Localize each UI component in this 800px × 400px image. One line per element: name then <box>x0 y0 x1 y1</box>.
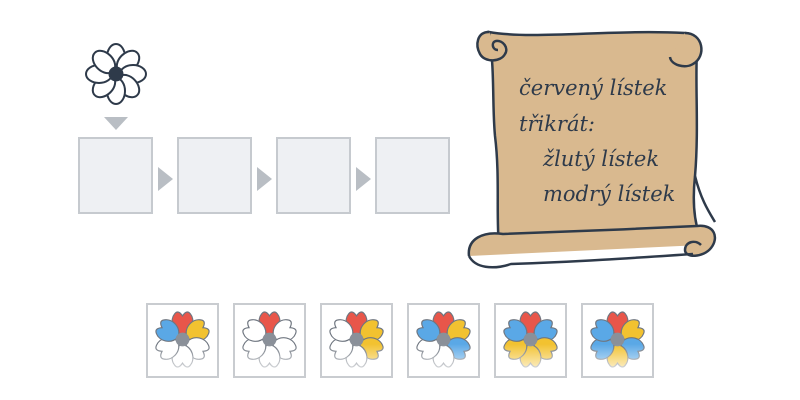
arrow-right-icon <box>158 167 173 191</box>
option-1[interactable] <box>146 303 219 378</box>
petal-blue <box>416 319 441 342</box>
petal-white <box>329 319 354 342</box>
petal-yellow <box>446 319 471 342</box>
petal-white <box>242 319 267 342</box>
slot-2[interactable] <box>177 137 252 214</box>
option-3[interactable] <box>320 303 393 378</box>
petal-yellow <box>359 319 384 342</box>
petal-blue <box>503 319 528 342</box>
slot-4[interactable] <box>375 137 450 214</box>
flower-center <box>175 332 190 347</box>
petal-yellow <box>620 319 645 342</box>
option-5[interactable] <box>494 303 567 378</box>
flower-center <box>610 332 625 347</box>
petal-yellow <box>185 319 210 342</box>
flower-center <box>262 332 277 347</box>
flower-center <box>349 332 364 347</box>
option-6[interactable] <box>581 303 654 378</box>
slot-1[interactable] <box>78 137 153 214</box>
petal-blue <box>155 319 180 342</box>
arrow-right-icon <box>257 167 272 191</box>
flower-center <box>436 332 451 347</box>
flower-center <box>523 332 538 347</box>
slot-3[interactable] <box>276 137 351 214</box>
petal-blue <box>590 319 615 342</box>
petal-blue <box>533 319 558 342</box>
flower-icon <box>85 43 147 105</box>
option-4[interactable] <box>407 303 480 378</box>
scroll-parchment <box>467 30 717 269</box>
arrow-right-icon <box>356 167 371 191</box>
option-2[interactable] <box>233 303 306 378</box>
slot-pointer <box>104 117 128 130</box>
petal-white <box>272 319 297 342</box>
